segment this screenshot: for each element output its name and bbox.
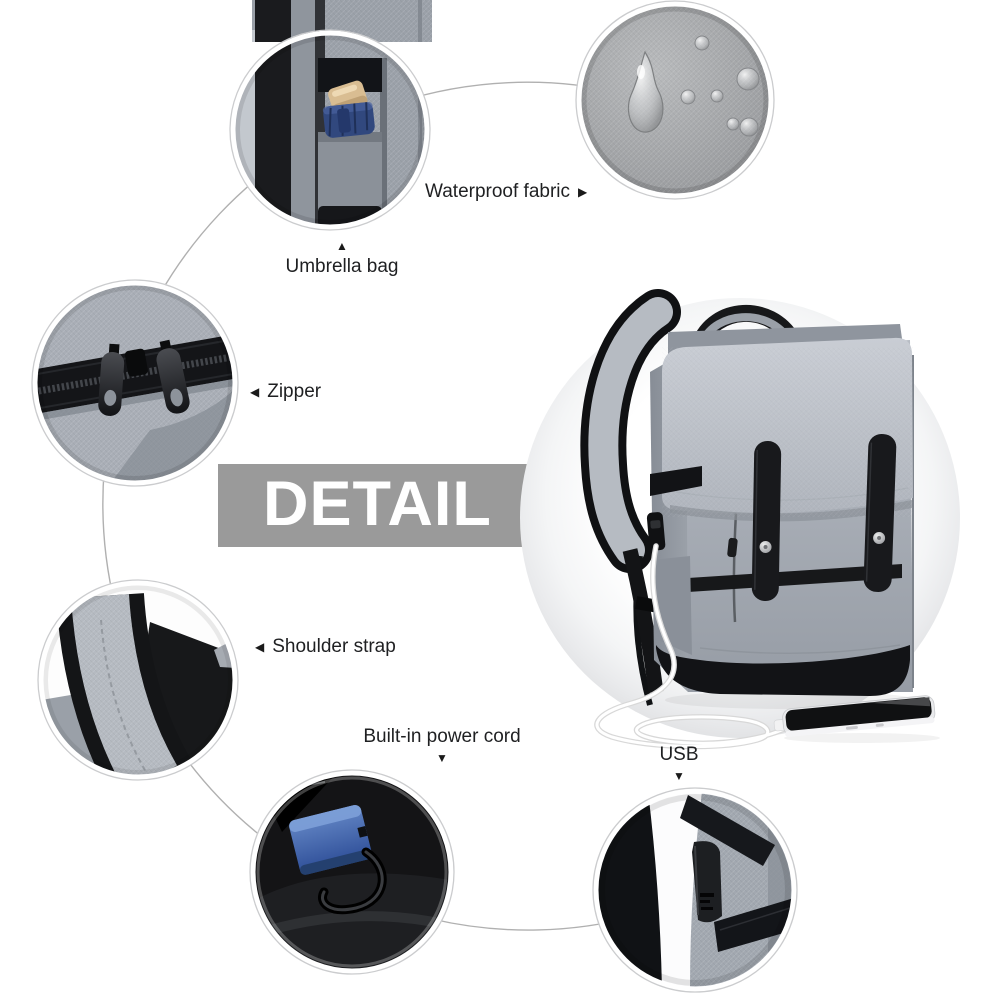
shoulder-strap-photo bbox=[37, 579, 239, 781]
usb-cable bbox=[594, 543, 791, 750]
backpack-flap-strap-left bbox=[751, 441, 782, 602]
zipper-photo bbox=[31, 279, 239, 487]
backpack-base bbox=[656, 645, 910, 696]
feature-label-text: Waterproof fabric bbox=[425, 181, 571, 202]
arrow-down-icon: ▼ bbox=[436, 751, 448, 765]
feature-label-waterproof-fabric: Waterproof fabric ▶ bbox=[425, 181, 587, 203]
waterproof-fabric-photo bbox=[575, 0, 775, 200]
feature-label-usb: USB ▼ bbox=[646, 744, 712, 782]
arrow-down-icon: ▼ bbox=[673, 769, 685, 783]
banner-title: DETAIL bbox=[263, 468, 492, 539]
backpack-illustration bbox=[580, 289, 915, 709]
feature-label-built-in-power-cord: Built-in power cord ▼ bbox=[346, 726, 538, 764]
backpack-flap-strap-right bbox=[863, 434, 897, 592]
power-bank bbox=[289, 804, 373, 875]
arrow-left-icon: ◀ bbox=[250, 385, 260, 399]
arrow-up-icon: ▲ bbox=[336, 239, 348, 253]
backpack-front-zipper bbox=[727, 511, 738, 623]
feature-label-shoulder-strap: ◀ Shoulder strap bbox=[255, 636, 396, 658]
feature-label-text: Shoulder strap bbox=[272, 636, 396, 657]
umbrella-bag-photo bbox=[229, 0, 432, 231]
arrow-left-icon: ◀ bbox=[255, 640, 265, 654]
usb-port-detail bbox=[692, 841, 722, 923]
arrow-right-icon: ▶ bbox=[578, 185, 588, 199]
power-cord-photo bbox=[249, 769, 455, 975]
feature-label-zipper: ◀ Zipper bbox=[250, 381, 321, 403]
feature-label-text: Built-in power cord bbox=[363, 726, 521, 747]
feature-label-text: Zipper bbox=[267, 381, 322, 402]
usb-port-photo bbox=[592, 787, 798, 993]
feature-label-umbrella-bag: ▲ Umbrella bag bbox=[262, 240, 422, 278]
backpack-side-strap bbox=[650, 466, 702, 496]
feature-label-text: USB bbox=[659, 744, 699, 765]
zipper-pull-left bbox=[98, 343, 125, 416]
zipper-pull-right bbox=[156, 339, 190, 414]
backpack-front-band bbox=[688, 564, 902, 592]
feature-label-text: Umbrella bag bbox=[285, 256, 399, 277]
backpack-usb-charge-port bbox=[646, 512, 666, 551]
detail-banner: DETAIL bbox=[218, 464, 538, 547]
smartphone bbox=[773, 695, 936, 737]
